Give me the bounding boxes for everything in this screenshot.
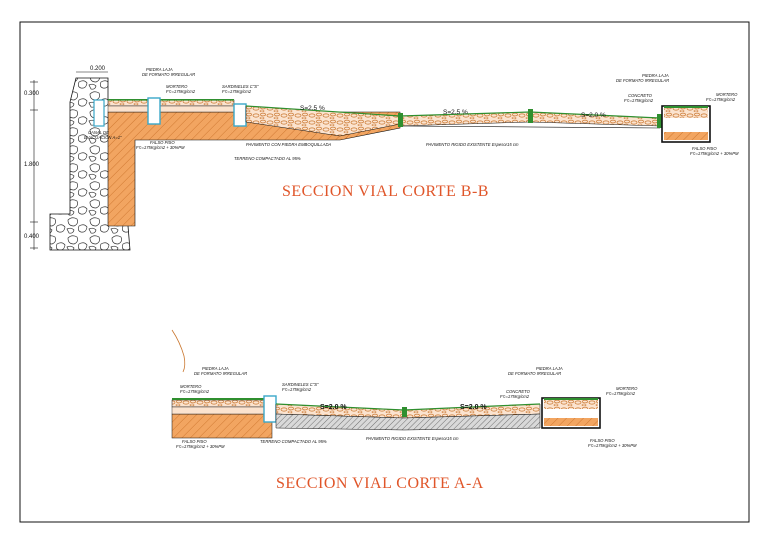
joint-1 (398, 113, 403, 127)
section-bb: 0.200 0.300 1.800 0.400 PIEDRA LAJA DE F… (24, 66, 739, 251)
sheet-frame (19, 21, 750, 523)
aa-compacted-fill (171, 413, 273, 439)
sidewalk-right-base (664, 132, 708, 140)
aa-label-falso-piso-sub: F'c=175Kg/cm2 + 30%PM (176, 444, 225, 449)
aa-mortar-left (172, 398, 268, 400)
aa-existing-slab (275, 413, 541, 431)
aa-label-falso-piso-right-sub: F'c=175Kg/cm2 + 30%PM (588, 443, 637, 448)
label-canal: CANAL DE (88, 130, 109, 135)
aa-sidewalk-right-mortar (544, 398, 598, 400)
label-piedra-laja-sub: DE FORMATO IRREGULAR (142, 72, 195, 77)
sidewalk-right-mortar (664, 106, 708, 108)
road-surface-line-1 (245, 105, 401, 117)
label-mortero-right-sub: F'c=175Kg/cm2 (706, 97, 736, 102)
dim-400: 0.400 (24, 234, 40, 240)
aa-label-piedra-laja-right: PIEDRA LAJA (536, 366, 563, 371)
section-aa: PIEDRA LAJA DE FORMATO IRREGULAR MORTERO… (171, 329, 638, 492)
label-canal-sub: EVACUACION A=1" (84, 135, 122, 140)
aa-label-concreto: CONCRETO (506, 389, 531, 394)
aa-label-mortero-right: MORTERO (616, 386, 638, 391)
aa-label-piedra-laja-sub: DE FORMATO IRREGULAR (194, 371, 247, 376)
slope-aa-1: S=2.0 % (320, 404, 347, 411)
label-falso-piso: FALSO PISO (150, 140, 175, 145)
aa-label-sardinel-sub: F'c=175Kg/cm2 (282, 387, 312, 392)
aa-label-mortero: MORTERO (180, 384, 202, 389)
aa-curb-left (263, 395, 277, 423)
label-mortero: MORTERO (166, 84, 188, 89)
aa-label-falso-piso: FALSO PISO (182, 439, 207, 444)
label-sardinel: SARDINELES C"S" (222, 84, 259, 89)
joint-2 (528, 109, 533, 123)
dim-300: 0.300 (24, 91, 40, 97)
label-piedra-laja-right-sub: DE FORMATO IRREGULAR (616, 78, 669, 83)
label-piedra-laja: PIEDRA LAJA (146, 67, 173, 72)
joint-3 (657, 114, 662, 128)
title-bb: SECCION VIAL CORTE B-B (282, 183, 489, 200)
label-pavimento-piedra: PAVIMENTO CON PIEDRA EMBOQUILLADA (246, 142, 332, 147)
slope-bb-3: S=2.0 % (581, 112, 606, 119)
sidewalk-right-paving (664, 108, 708, 118)
aa-label-mortero-sub: F'c=175Kg/cm2 (180, 389, 210, 394)
aa-label-falso-piso-right: FALSO PISO (590, 438, 615, 443)
label-concreto-sub: F'c=175Kg/cm2 (624, 98, 654, 103)
aa-paving-left (171, 399, 269, 408)
concrete-top-left (107, 105, 235, 113)
label-piedra-laja-right: PIEDRA LAJA (642, 73, 669, 78)
title-aa: SECCION VIAL CORTE A-A (276, 475, 484, 492)
dim-1800: 1.800 (24, 162, 40, 168)
slope-aa-2: S=2.0 % (460, 404, 487, 411)
aa-label-piedra-laja-right-sub: DE FORMATO IRREGULAR (508, 371, 561, 376)
curb-mid (233, 103, 247, 127)
mortar-top-left (108, 99, 234, 101)
slope-bb-2: S=2.5 % (443, 109, 468, 116)
existing-slab-line (399, 125, 661, 129)
curb-left (147, 97, 161, 125)
label-falso-piso-right-sub: F'c=175Kg/cm2 + 30%PM (690, 151, 739, 156)
aa-label-sardinel: SARDINELES C"S" (282, 382, 319, 387)
aa-sidewalk-right-base (544, 418, 598, 426)
aa-label-pavimento-rigido: PAVIMENTO RIGIDO EXISTENTE Espesor15 cm (366, 436, 459, 441)
aa-label-mortero-right-sub: F'c=175Kg/cm2 (606, 391, 636, 396)
label-mortero-sub: F'c=175Kg/cm2 (166, 89, 196, 94)
paving-top-left (107, 99, 235, 107)
label-falso-piso-sub: F'c=175Kg/cm2 + 30%PM (136, 145, 185, 150)
slope-bb-1: S=2.5 % (300, 105, 325, 112)
aa-joint-center (402, 407, 407, 417)
drain-channel (93, 99, 105, 127)
label-mortero-right: MORTERO (716, 92, 738, 97)
label-pavimento-rigido: PAVIMENTO RIGIDO EXISTENTE Espesor15 cm (426, 142, 519, 147)
aa-label-terreno: TERRENO COMPACTADO AL 95% (260, 439, 327, 444)
dim-top: 0.200 (90, 66, 106, 72)
label-sardinel-sub: F'c=175Kg/cm2 (222, 89, 252, 94)
annotation-curve (171, 329, 186, 373)
aa-sidewalk-right-paving (544, 400, 598, 409)
aa-label-piedra-laja: PIEDRA LAJA (202, 366, 229, 371)
aa-concrete-left (171, 406, 269, 415)
label-falso-piso-right: FALSO PISO (692, 146, 717, 151)
aa-label-concreto-sub: F'c=175Kg/cm2 (500, 394, 530, 399)
label-concreto: CONCRETO (628, 93, 653, 98)
label-terreno: TERRENO COMPACTADO AL 95% (234, 156, 301, 161)
